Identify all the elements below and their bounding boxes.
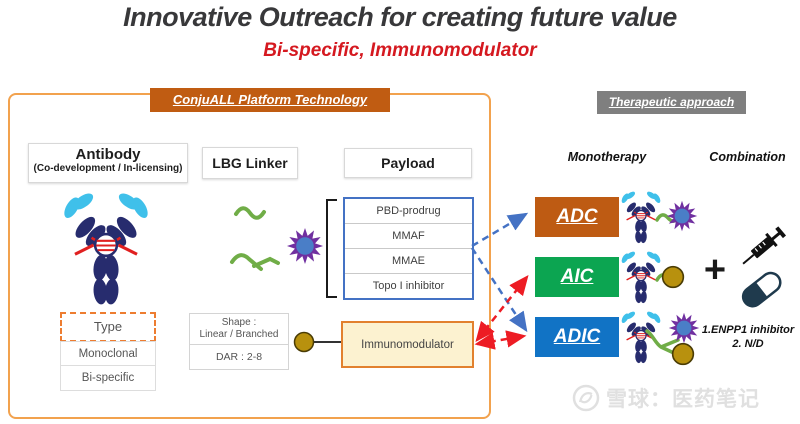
page-subtitle: Bi-specific, Immunomodulator	[263, 40, 537, 61]
antibody-header-subtitle: (Co-development / In-licensing)	[33, 163, 183, 174]
adc-box: ADC	[535, 197, 619, 237]
payload-item: MMAF	[345, 223, 472, 248]
payload-column-header: Payload	[344, 148, 472, 178]
therapeutic-header: Therapeutic approach	[597, 91, 746, 114]
antibody-icon	[59, 188, 153, 306]
syringe-icon	[742, 226, 787, 265]
adc-label: ADC	[556, 206, 598, 227]
payload-toxin-icon	[286, 227, 324, 265]
watermark-text: 雪球：医药笔记	[606, 388, 760, 411]
payload-item: Topo I inhibitor	[345, 273, 472, 298]
platform-header-label: ConjuALL Platform Technology	[172, 92, 368, 107]
antibody-column-header: Antibody (Co-development / In-licensing)	[28, 143, 188, 183]
linker-specs: Shape : Linear / Branched DAR : 2-8	[189, 313, 289, 370]
payload-item: PBD-prodrug	[376, 205, 441, 217]
watermark: 雪球：医药笔记	[572, 383, 760, 413]
payload-bracket	[326, 199, 337, 298]
combination-note-line1: 1.ENPP1 inhibitor	[701, 324, 795, 336]
combination-label: Combination	[709, 150, 786, 164]
snowball-logo-icon	[572, 384, 600, 412]
therapeutic-header-label: Therapeutic approach	[608, 95, 735, 109]
adic-box: ADIC	[535, 317, 619, 357]
platform-header: ConjuALL Platform Technology	[150, 88, 390, 112]
adc-payload-icon	[666, 200, 698, 232]
combination-note-line2: 2. N/D	[732, 338, 764, 350]
aic-immunomodulator-icon	[661, 265, 685, 289]
linker-column-header: LBG Linker	[202, 147, 298, 179]
combination-note: 1.ENPP1 inhibitor 2. N/D	[698, 323, 798, 351]
immunomodulator-box: Immunomodulator	[341, 321, 474, 368]
pill-icon	[741, 271, 782, 308]
linker-squiggle-icon	[230, 206, 280, 271]
monotherapy-label: Monotherapy	[567, 150, 647, 164]
linker-dar-spec: DAR : 2-8	[215, 351, 263, 363]
payload-item: MMAE	[345, 248, 472, 273]
aic-box: AIC	[535, 257, 619, 297]
adic-label: ADIC	[553, 326, 601, 347]
antibody-header-title: Antibody	[75, 146, 141, 163]
immunomodulator-ball-icon	[293, 331, 341, 353]
type-item-monoclonal: Monoclonal	[60, 341, 156, 367]
plus-sign: +	[703, 249, 727, 291]
adic-immunomodulator-icon	[671, 342, 695, 366]
adic-payload-icon	[668, 312, 700, 344]
linker-shape-spec: Shape : Linear / Branched	[190, 314, 288, 345]
payload-list: PBD-prodrug MMAF MMAE Topo I inhibitor	[343, 197, 474, 300]
page-title: Innovative Outreach for creating future …	[123, 2, 677, 32]
type-item-bispecific: Bi-specific	[60, 365, 156, 391]
type-header: Type	[60, 312, 156, 342]
aic-label: AIC	[560, 266, 594, 287]
